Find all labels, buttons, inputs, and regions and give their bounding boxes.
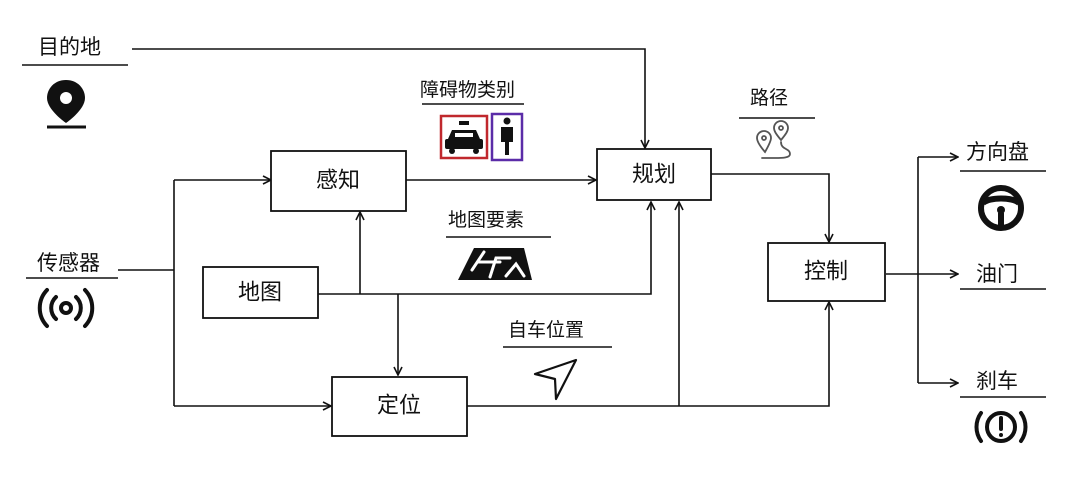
output-steering-wheel: 方向盘 [960, 140, 1046, 231]
node-perception-label: 感知 [316, 169, 360, 194]
navigation-arrow-icon [533, 358, 578, 401]
steering-wheel-label: 方向盘 [966, 140, 1029, 164]
annotation-ego-position: 自车位置 [503, 319, 612, 401]
pedestrian-icon [490, 112, 524, 162]
road-map-icon [458, 248, 532, 280]
brake-warning-icon [974, 411, 1028, 443]
brake-label: 刹车 [976, 369, 1018, 393]
obstacle-class-label: 障碍物类别 [420, 79, 515, 101]
input-sensor: 传感器 [26, 251, 118, 328]
node-map-label: 地图 [238, 281, 282, 306]
steering-wheel-icon [978, 185, 1024, 231]
arrow-map-to-planning [318, 202, 651, 295]
input-destination: 目的地 [22, 35, 128, 129]
annotation-path: 路径 [739, 87, 815, 159]
destination-label: 目的地 [38, 35, 101, 59]
throttle-label: 油门 [976, 262, 1018, 286]
annotation-map-elements: 地图要素 [446, 209, 551, 280]
node-localization-label: 定位 [377, 394, 421, 419]
output-throttle: 油门 [960, 262, 1046, 290]
node-control: 控制 [767, 242, 886, 302]
annotation-obstacle-class: 障碍物类别 [420, 79, 524, 162]
arrow-localization-to-control [467, 302, 829, 407]
node-map: 地图 [202, 266, 319, 319]
sensor-label: 传感器 [37, 251, 100, 275]
node-perception: 感知 [270, 150, 407, 212]
wireless-signal-icon [37, 288, 95, 328]
connectors [118, 48, 958, 407]
map-elements-label: 地图要素 [448, 209, 524, 231]
node-planning-label: 规划 [632, 163, 676, 188]
arrow-planning-to-control [711, 173, 829, 242]
node-control-label: 控制 [804, 260, 848, 285]
path-label: 路径 [750, 87, 788, 109]
location-pin-icon [47, 80, 86, 129]
route-icon [756, 120, 791, 159]
node-planning: 规划 [596, 148, 712, 201]
output-brake: 刹车 [960, 369, 1046, 443]
arrow-destination-to-planning [132, 48, 645, 148]
car-icon [439, 114, 489, 160]
node-localization: 定位 [331, 376, 468, 437]
ego-position-label: 自车位置 [508, 319, 584, 341]
